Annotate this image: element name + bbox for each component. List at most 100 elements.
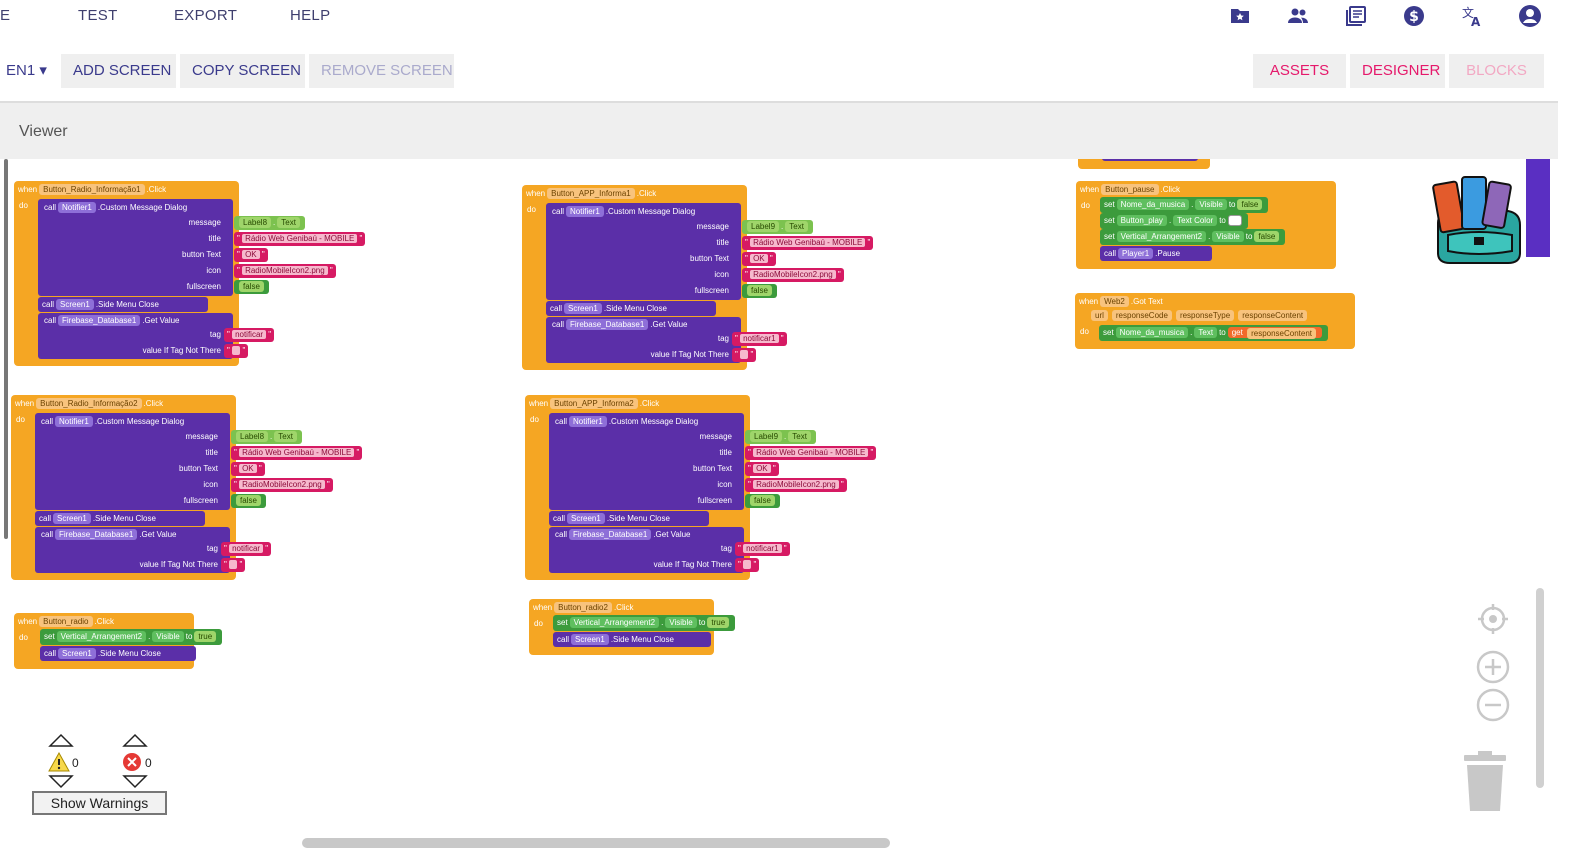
label-dropdown[interactable]: Label9	[747, 221, 780, 233]
icon-string-value[interactable]: RadioMobileIcon2.png	[753, 480, 839, 489]
component-dropdown[interactable]: Button_pause	[1101, 184, 1159, 196]
false-boolean[interactable]: false	[745, 494, 780, 508]
translate-icon[interactable]: 文A	[1460, 4, 1484, 28]
recenter-icon[interactable]	[1476, 602, 1510, 636]
tag-string-value[interactable]: notificar	[232, 330, 267, 339]
target-dropdown[interactable]: Vertical_Arrangement2	[569, 617, 660, 629]
tag-string[interactable]: " notificar1 "	[732, 332, 787, 346]
ok-string-value[interactable]: OK	[242, 250, 260, 259]
false-boolean[interactable]: false	[231, 494, 266, 508]
assets-button[interactable]: ASSETS	[1253, 54, 1346, 88]
true-dropdown[interactable]: true	[194, 631, 217, 643]
icon-string[interactable]: " RadioMobileIcon2.png "	[234, 264, 336, 278]
notifier-dropdown[interactable]: Notifier1	[566, 206, 604, 218]
component-dropdown[interactable]: Button_radio	[39, 616, 93, 628]
title-string[interactable]: " Rádio Web Genibaú - MOBILE "	[742, 236, 874, 250]
title-string-value[interactable]: Rádio Web Genibaú - MOBILE	[239, 448, 355, 457]
title-string-value[interactable]: Rádio Web Genibaú - MOBILE	[242, 234, 358, 243]
designer-button[interactable]: DESIGNER	[1350, 54, 1445, 88]
account-icon[interactable]	[1518, 4, 1542, 28]
trash-icon[interactable]	[1460, 751, 1510, 815]
empty-string[interactable]: " "	[735, 558, 760, 572]
zoom-out-icon[interactable]	[1476, 688, 1510, 722]
title-string[interactable]: " Rádio Web Genibaú - MOBILE "	[234, 232, 366, 246]
my-projects-folder-star-icon[interactable]	[1228, 4, 1252, 28]
icon-string[interactable]: " RadioMobileIcon2.png "	[745, 478, 847, 492]
tag-string[interactable]: " notificar1 "	[735, 542, 790, 556]
dollar-icon[interactable]: $	[1402, 4, 1426, 28]
component-dropdown[interactable]: Button_APP_Informa1	[547, 188, 635, 200]
empty-string-value[interactable]	[229, 560, 238, 569]
errors-prev-icon[interactable]	[122, 733, 148, 747]
warnings-next-icon[interactable]	[48, 775, 74, 789]
screen-dropdown[interactable]: Screen1	[571, 634, 609, 646]
label-dropdown[interactable]: Label8	[239, 217, 272, 229]
prop-dropdown[interactable]: Visible	[1195, 199, 1227, 211]
gallery-icon[interactable]	[1344, 4, 1368, 28]
horizontal-scrollbar[interactable]	[302, 838, 890, 848]
tag-string[interactable]: " notificar "	[221, 542, 272, 556]
label-text-getter[interactable]: Label9.Text	[742, 220, 813, 234]
empty-string-value[interactable]	[743, 560, 752, 569]
notifier-dropdown[interactable]: Notifier1	[58, 202, 96, 214]
prop-dropdown[interactable]: Visible	[152, 631, 184, 643]
errors-next-icon[interactable]	[122, 775, 148, 789]
target-dropdown[interactable]: Vertical_Arrangement2	[56, 631, 147, 643]
blocks-button[interactable]: BLOCKS	[1449, 54, 1544, 88]
show-warnings-button[interactable]: Show Warnings	[32, 791, 167, 815]
false-dropdown[interactable]: false	[750, 495, 775, 507]
partial-event-block[interactable]	[1078, 159, 1210, 169]
firebase-dropdown[interactable]: Firebase_Database1	[569, 529, 652, 541]
color-swatch[interactable]	[1227, 215, 1242, 227]
responsetype-param[interactable]: responseType	[1175, 310, 1235, 322]
component-dropdown[interactable]: Button_radio2	[554, 602, 612, 614]
icon-string-value[interactable]: RadioMobileIcon2.png	[239, 480, 325, 489]
ok-string-value[interactable]: OK	[239, 464, 257, 473]
false-dropdown[interactable]: false	[236, 495, 261, 507]
screen-selector[interactable]: EN1 ▾	[0, 54, 53, 88]
empty-string[interactable]: " "	[224, 344, 249, 358]
remove-screen-button[interactable]: REMOVE SCREEN	[309, 54, 454, 88]
ok-string-value[interactable]: OK	[750, 254, 768, 263]
component-dropdown[interactable]: Button_APP_Informa2	[550, 398, 638, 410]
ok-string-value[interactable]: OK	[753, 464, 771, 473]
component-dropdown[interactable]: Web2	[1100, 296, 1129, 308]
notifier-dropdown[interactable]: Notifier1	[569, 416, 607, 428]
false-boolean[interactable]: false	[742, 284, 777, 298]
false-dropdown[interactable]: false	[1254, 231, 1280, 243]
ok-string[interactable]: " OK "	[231, 462, 265, 476]
prop-dropdown[interactable]: Visible	[665, 617, 697, 629]
vertical-scrollbar[interactable]	[1536, 588, 1544, 788]
url-param[interactable]: url	[1091, 310, 1108, 322]
screen-dropdown[interactable]: Screen1	[53, 513, 91, 525]
add-screen-button[interactable]: ADD SCREEN	[61, 54, 176, 88]
text-prop-dropdown[interactable]: Text	[788, 431, 811, 443]
icon-string-value[interactable]: RadioMobileIcon2.png	[242, 266, 328, 275]
tag-string-value[interactable]: notificar1	[740, 334, 779, 343]
empty-string[interactable]: " "	[732, 348, 757, 362]
menu-export[interactable]: EXPORT	[174, 7, 238, 24]
target-dropdown[interactable]: Button_play	[1116, 215, 1167, 227]
text-prop-dropdown[interactable]: Text	[277, 217, 300, 229]
